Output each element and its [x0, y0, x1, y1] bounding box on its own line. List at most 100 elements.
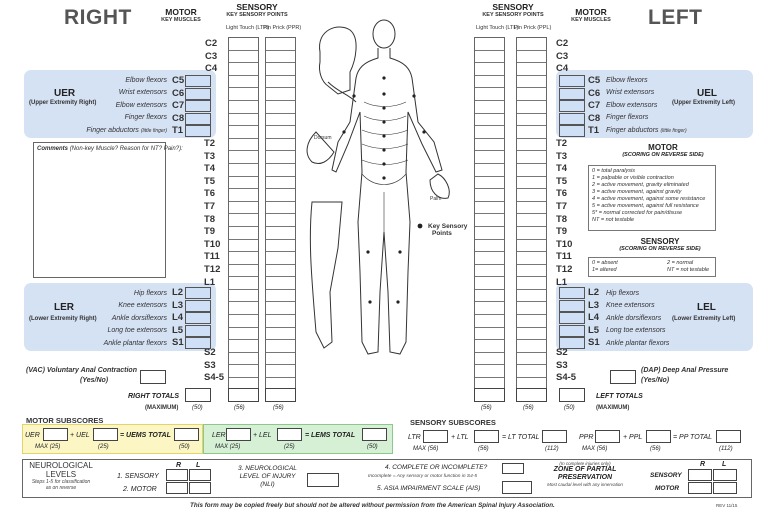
right-motor-s1-box[interactable]	[185, 337, 211, 350]
sensory-score-cell[interactable]	[229, 177, 258, 190]
sensory-score-cell[interactable]	[475, 265, 504, 278]
sensory-score-cell[interactable]	[475, 38, 504, 51]
left-motor-c8-box[interactable]	[559, 112, 585, 125]
sensory-score-cell[interactable]	[475, 277, 504, 290]
sensory-score-cell[interactable]	[475, 139, 504, 152]
sensory-score-cell[interactable]	[229, 302, 258, 316]
sensory-score-cell[interactable]	[229, 114, 258, 127]
right-motor-t1-box[interactable]	[185, 125, 211, 138]
left-motor-c7-box[interactable]	[559, 100, 585, 113]
left-motor-l3-box[interactable]	[559, 299, 585, 312]
sensory-score-cell[interactable]	[229, 227, 258, 240]
right-motor-l3-box[interactable]	[185, 299, 211, 312]
sensory-score-cell[interactable]	[266, 365, 295, 379]
sensory-score-cell[interactable]	[475, 126, 504, 139]
sensory-score-cell[interactable]	[266, 302, 295, 316]
left-motor-s1-box[interactable]	[559, 337, 585, 350]
sensory-score-cell[interactable]	[266, 76, 295, 89]
sensory-score-cell[interactable]	[517, 101, 546, 114]
sensory-score-cell[interactable]	[475, 164, 504, 177]
sensory-score-cell[interactable]	[266, 202, 295, 215]
sensory-score-cell[interactable]	[266, 101, 295, 114]
right-motor-l2-box[interactable]	[185, 287, 211, 299]
left-pin-prick-total[interactable]	[516, 388, 547, 402]
pp-total-input[interactable]	[716, 430, 741, 443]
sensory-score-cell[interactable]	[229, 139, 258, 152]
right-motor-c6-box[interactable]	[185, 87, 211, 100]
right-motor-c7-box[interactable]	[185, 100, 211, 113]
sensory-score-cell[interactable]	[229, 365, 258, 379]
left-motor-t1-box[interactable]	[559, 125, 585, 138]
sensory-score-cell[interactable]	[517, 189, 546, 202]
sensory-score-cell[interactable]	[229, 315, 258, 328]
sensory-score-cell[interactable]	[517, 214, 546, 227]
sensory-score-cell[interactable]	[475, 202, 504, 215]
sensory-score-cell[interactable]	[266, 189, 295, 202]
right-light-touch-total[interactable]	[228, 388, 259, 402]
ler-subscore-input[interactable]	[226, 428, 251, 441]
zpp-motor-r-input[interactable]	[688, 482, 712, 494]
sensory-score-cell[interactable]	[229, 63, 258, 76]
sensory-score-cell[interactable]	[475, 151, 504, 164]
right-pin-prick-total[interactable]	[265, 388, 296, 402]
sensory-level-r-input[interactable]	[166, 469, 188, 481]
uer-subscore-input[interactable]	[43, 428, 68, 441]
sensory-score-cell[interactable]	[475, 114, 504, 127]
sensory-score-cell[interactable]	[475, 227, 504, 240]
sensory-score-cell[interactable]	[229, 101, 258, 114]
sensory-score-cell[interactable]	[475, 63, 504, 76]
sensory-score-cell[interactable]	[229, 126, 258, 139]
sensory-score-cell[interactable]	[266, 340, 295, 353]
sensory-score-cell[interactable]	[266, 290, 295, 303]
sensory-score-cell[interactable]	[517, 63, 546, 76]
sensory-score-cell[interactable]	[266, 315, 295, 328]
sensory-score-cell[interactable]	[266, 63, 295, 76]
uel-subscore-input[interactable]	[93, 428, 118, 441]
left-light-touch-total[interactable]	[474, 388, 505, 402]
ppr-input[interactable]	[595, 430, 620, 443]
sensory-score-cell[interactable]	[229, 353, 258, 366]
left-motor-l5-box[interactable]	[559, 324, 585, 337]
sensory-score-cell[interactable]	[229, 340, 258, 353]
sensory-score-cell[interactable]	[517, 51, 546, 64]
sensory-score-cell[interactable]	[266, 328, 295, 341]
motor-level-l-input[interactable]	[189, 482, 211, 494]
sensory-score-cell[interactable]	[266, 277, 295, 290]
motor-level-r-input[interactable]	[166, 482, 188, 494]
sensory-score-cell[interactable]	[517, 38, 546, 51]
sensory-score-cell[interactable]	[475, 353, 504, 366]
sensory-score-cell[interactable]	[229, 277, 258, 290]
sensory-score-cell[interactable]	[517, 315, 546, 328]
left-motor-c5-box[interactable]	[559, 75, 585, 87]
sensory-score-cell[interactable]	[229, 164, 258, 177]
sensory-score-cell[interactable]	[266, 139, 295, 152]
sensory-score-cell[interactable]	[475, 76, 504, 89]
lel-subscore-input[interactable]	[277, 428, 302, 441]
sensory-score-cell[interactable]	[517, 177, 546, 190]
sensory-score-cell[interactable]	[475, 290, 504, 303]
sensory-score-cell[interactable]	[266, 265, 295, 278]
sensory-score-cell[interactable]	[229, 88, 258, 101]
sensory-level-l-input[interactable]	[189, 469, 211, 481]
sensory-score-cell[interactable]	[266, 51, 295, 64]
sensory-score-cell[interactable]	[517, 328, 546, 341]
sensory-score-cell[interactable]	[517, 277, 546, 290]
sensory-score-cell[interactable]	[229, 189, 258, 202]
sensory-score-cell[interactable]	[266, 126, 295, 139]
lems-total-input[interactable]	[362, 428, 387, 441]
right-motor-total[interactable]	[185, 388, 211, 402]
right-motor-l5-box[interactable]	[185, 324, 211, 337]
right-motor-c8-box[interactable]	[185, 112, 211, 125]
left-motor-l2-box[interactable]	[559, 287, 585, 299]
sensory-score-cell[interactable]	[266, 214, 295, 227]
right-motor-l4-box[interactable]	[185, 312, 211, 325]
sensory-score-cell[interactable]	[517, 76, 546, 89]
sensory-score-cell[interactable]	[475, 214, 504, 227]
nli-input[interactable]	[307, 473, 339, 487]
sensory-score-cell[interactable]	[229, 151, 258, 164]
sensory-score-cell[interactable]	[229, 265, 258, 278]
sensory-score-cell[interactable]	[229, 240, 258, 253]
sensory-score-cell[interactable]	[229, 252, 258, 265]
sensory-score-cell[interactable]	[266, 353, 295, 366]
sensory-score-cell[interactable]	[229, 76, 258, 89]
